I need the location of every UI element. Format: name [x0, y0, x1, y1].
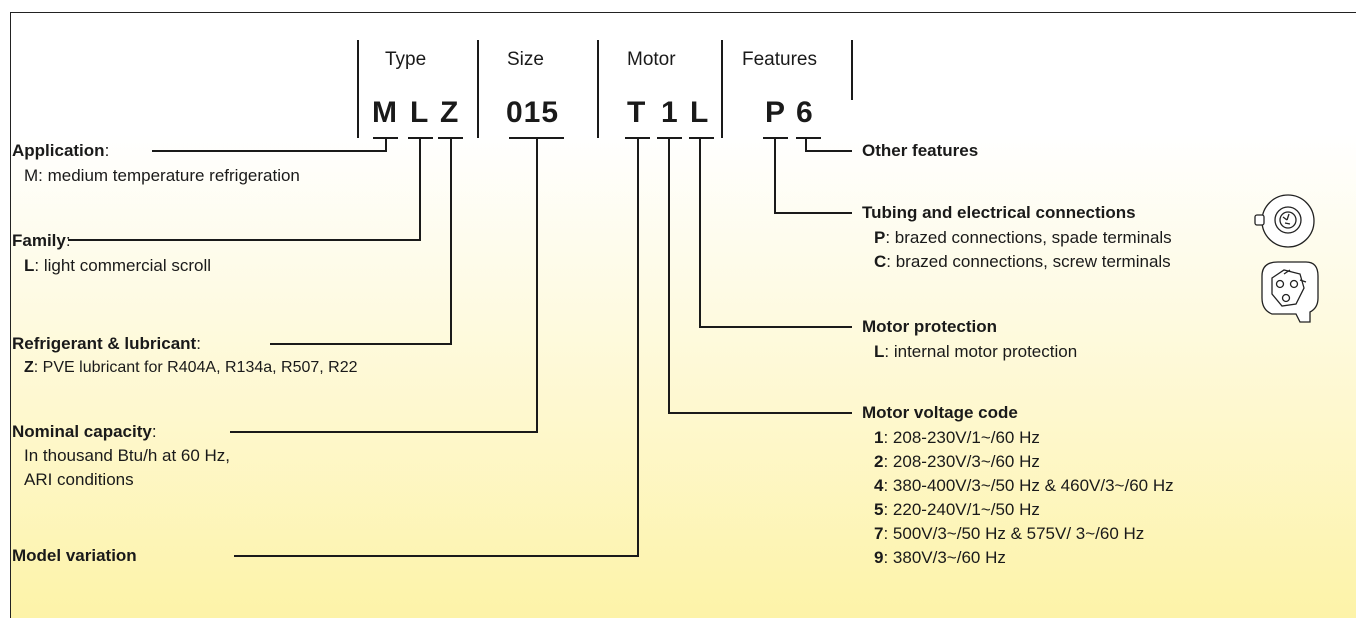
voltage-item: 9: 380V/3~/60 Hz [874, 548, 1006, 567]
tubing-title: Tubing and electrical connections [862, 203, 1136, 222]
code-refrigerant: Z [440, 96, 460, 129]
header-size: Size [507, 49, 544, 70]
code-protection: L [690, 96, 710, 129]
voltage-item: 1: 208-230V/1~/60 Hz [874, 428, 1040, 447]
diagram-frame [10, 12, 1356, 618]
code-other: 6 [796, 96, 814, 129]
refrigerant-text: Z: PVE lubricant for R404A, R134a, R507,… [24, 359, 358, 376]
capacity-line2: ARI conditions [24, 470, 134, 489]
code-variation: T [627, 96, 647, 129]
capacity-line1: In thousand Btu/h at 60 Hz, [24, 446, 231, 465]
application-text: M: medium temperature refrigeration [24, 166, 300, 185]
protection-title: Motor protection [862, 317, 998, 336]
code-voltage: 1 [661, 96, 679, 129]
header-motor: Motor [627, 49, 676, 70]
refrigerant-title: Refrigerant & lubricant: [12, 334, 201, 353]
tubing-item: C: brazed connections, screw terminals [874, 252, 1171, 271]
code-application: M [372, 96, 398, 129]
voltage-item: 2: 208-230V/3~/60 Hz [874, 452, 1040, 471]
voltage-item: 4: 380-400V/3~/50 Hz & 460V/3~/60 Hz [874, 476, 1174, 495]
voltage-item: 7: 500V/3~/50 Hz & 575V/ 3~/60 Hz [874, 524, 1145, 543]
header-features: Features [742, 49, 817, 70]
variation-title: Model variation [12, 546, 137, 565]
application-title: Application: [12, 141, 110, 160]
voltage-title: Motor voltage code [862, 403, 1018, 422]
voltage-item: 5: 220-240V/1~/50 Hz [874, 500, 1040, 519]
code-tubing: P [765, 96, 787, 129]
header-type: Type [385, 49, 427, 70]
tubing-item: P: brazed connections, spade terminals [874, 228, 1172, 247]
capacity-title: Nominal capacity: [12, 422, 157, 441]
family-text: L: light commercial scroll [24, 256, 212, 275]
screw-terminal-icon [1261, 261, 1319, 323]
code-family: L [410, 96, 430, 129]
spade-terminal-icon [1254, 194, 1315, 248]
protection-text: L: internal motor protection [874, 342, 1078, 361]
family-title: Family: [12, 231, 71, 250]
code-size: 015 [506, 96, 560, 129]
other-features-title: Other features [862, 141, 979, 160]
